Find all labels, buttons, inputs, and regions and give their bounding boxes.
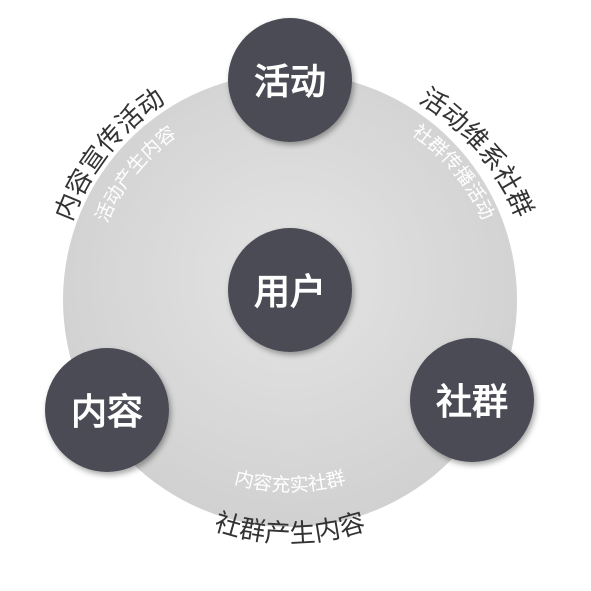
node-top-label: 活动	[254, 62, 326, 103]
node-left	[45, 348, 169, 472]
node-top	[228, 18, 352, 142]
node-center	[228, 228, 352, 352]
node-center-label: 用户	[254, 272, 326, 313]
node-left-label: 内容	[71, 392, 143, 433]
node-right-label: 社群	[436, 382, 508, 423]
node-right	[410, 338, 534, 462]
